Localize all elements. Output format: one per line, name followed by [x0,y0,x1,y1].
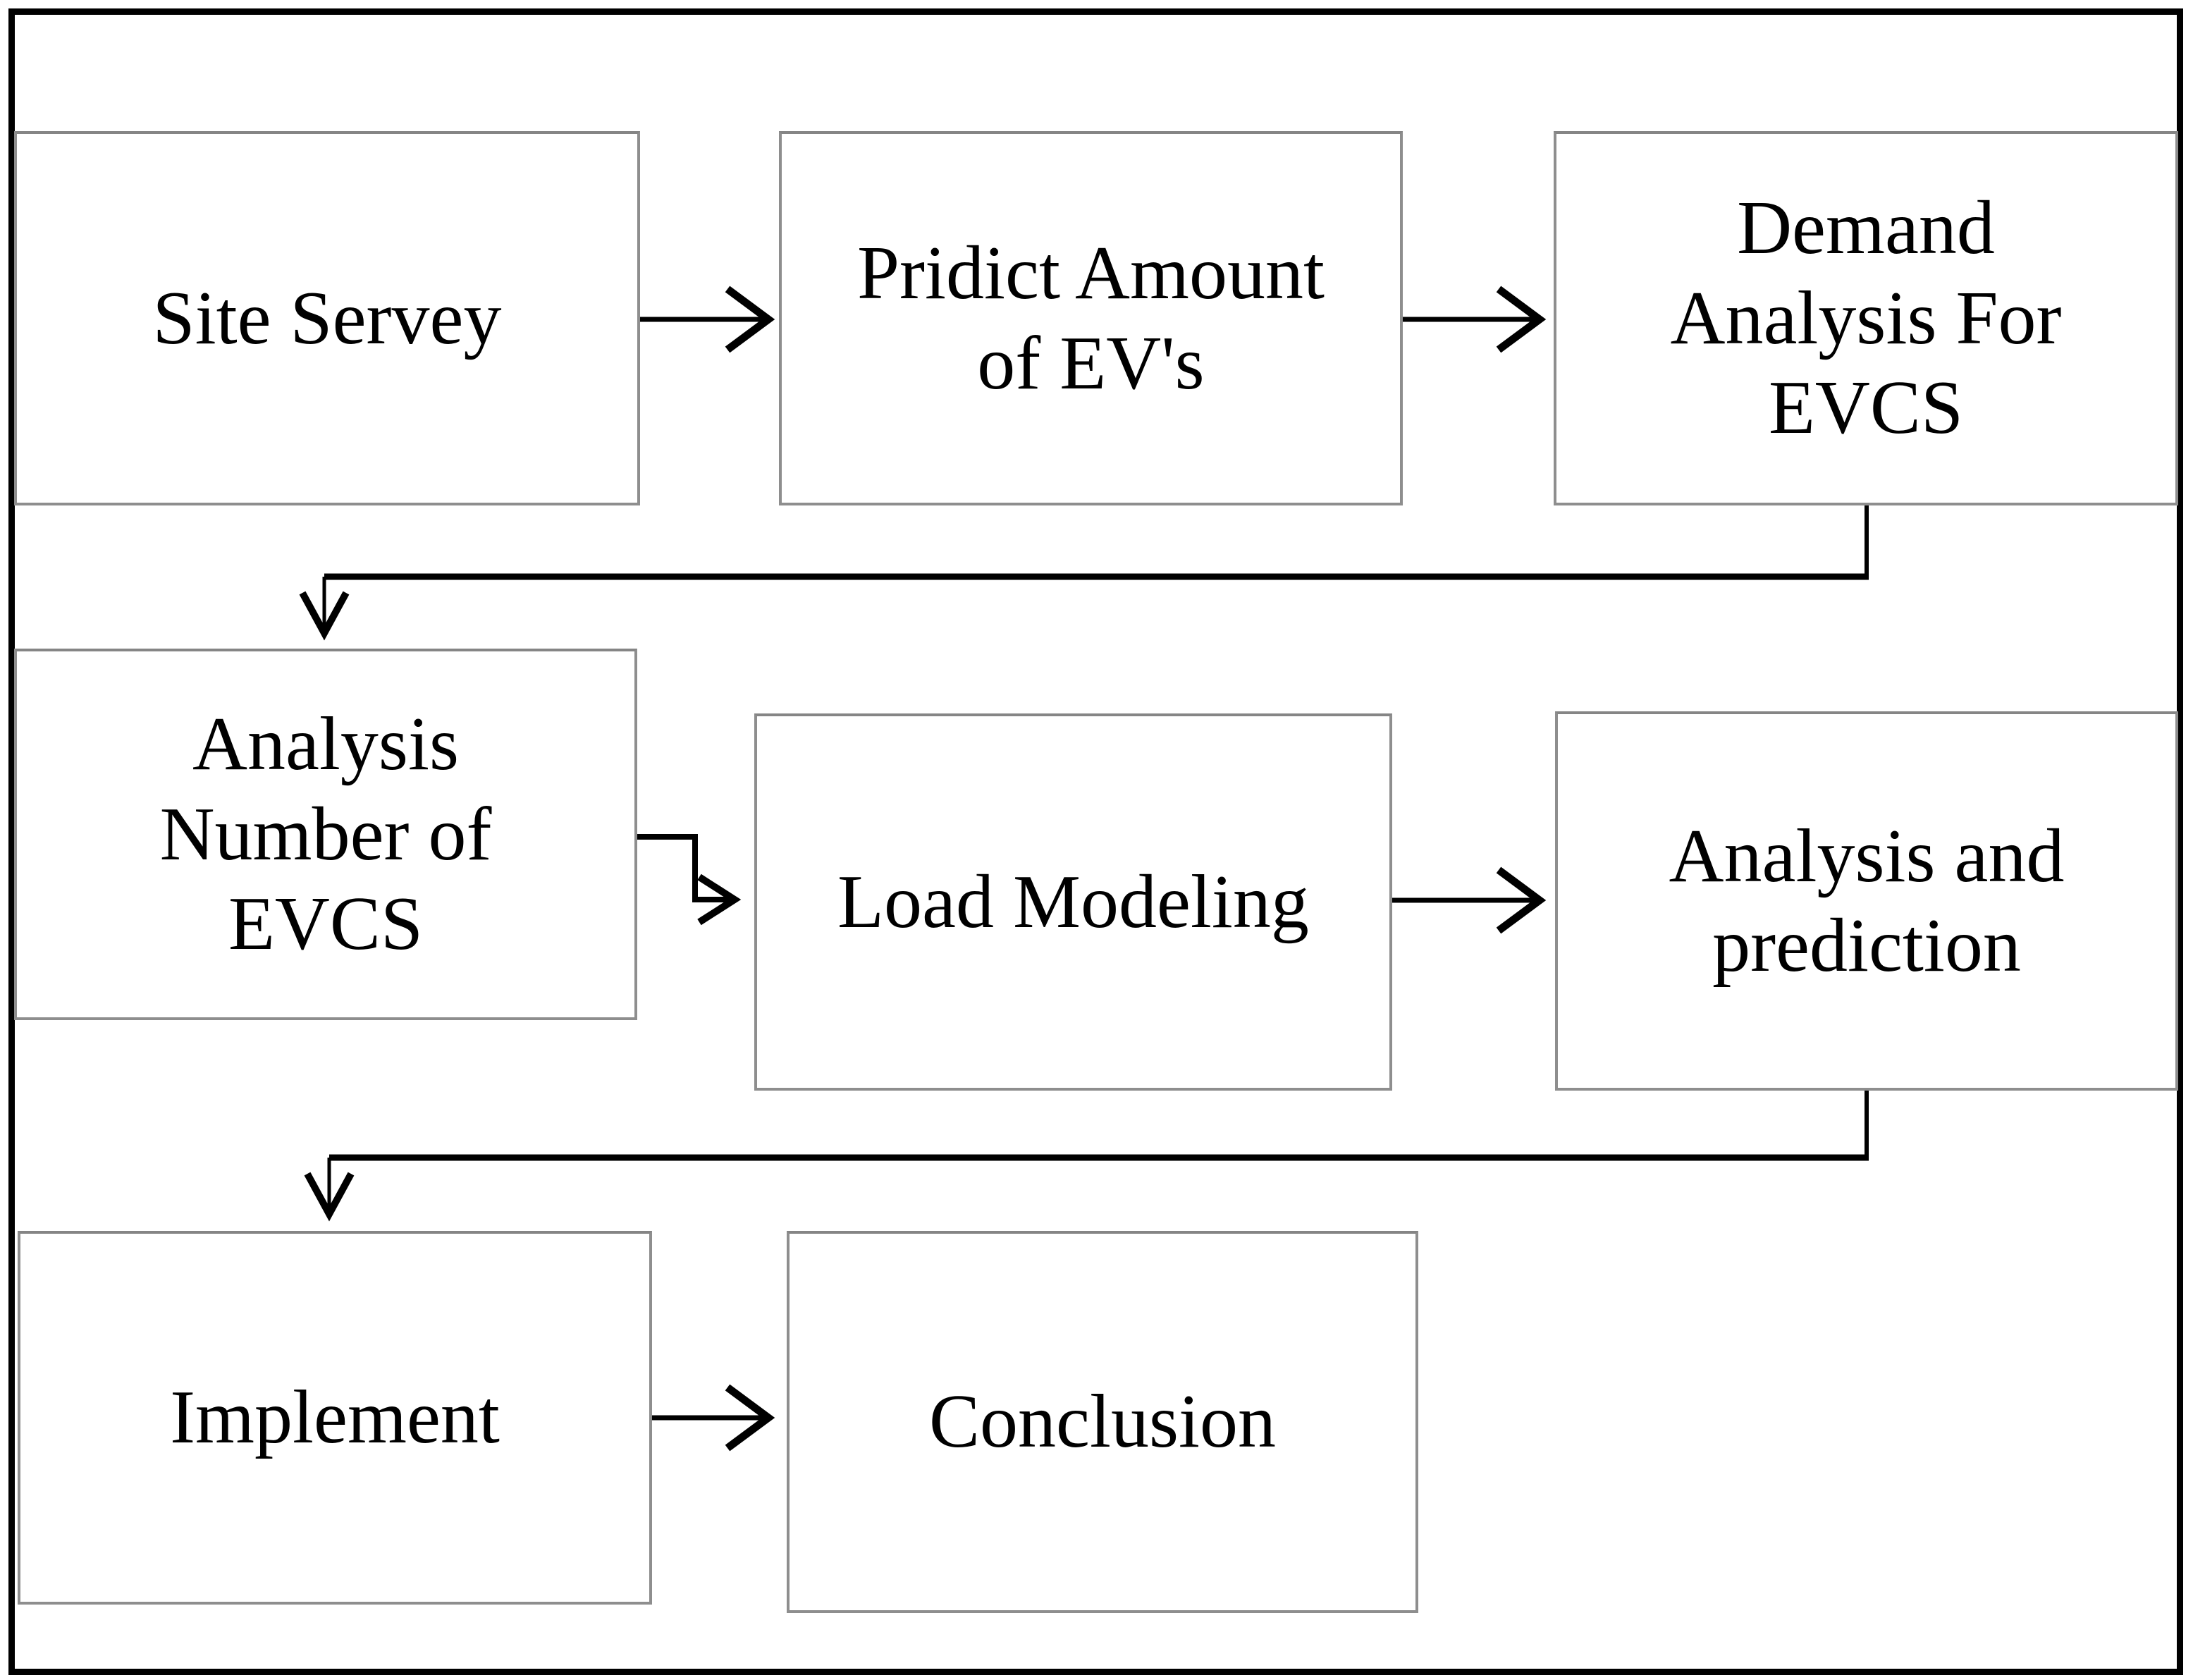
arrow-load-modeling-to-analysis-prediction [1378,866,1547,934]
node-implement: Implement [18,1231,652,1605]
node-analysis-number: Analysis Number of EVCS [14,649,637,1020]
arrow-site-survey-to-predict-amount [640,286,775,353]
arrow-predict-amount-to-demand-analysis [1403,286,1547,353]
node-analysis-number-label: Analysis Number of EVCS [159,702,492,967]
node-site-survey-label: Site Servey [152,276,502,360]
node-predict-amount-label: Pridict Amount of EV's [856,231,1325,405]
node-load-modeling: Load Modeling [754,713,1392,1091]
node-conclusion: Conclusion [787,1231,1418,1613]
node-implement-label: Implement [170,1375,500,1460]
connector-demand-analysis-to-analysis-number [299,505,1869,641]
node-load-modeling-label: Load Modeling [837,859,1309,944]
node-predict-amount: Pridict Amount of EV's [779,131,1403,505]
connector-analysis-number-to-load-modeling [637,834,742,926]
node-site-survey: Site Servey [14,131,640,505]
node-conclusion-label: Conclusion [928,1380,1276,1464]
node-analysis-prediction-label: Analysis and prediction [1669,814,2065,988]
arrow-implement-to-conclusion [652,1384,775,1452]
connector-analysis-prediction-to-implement [304,1091,1869,1222]
node-demand-analysis-label: Demand Analysis For EVCS [1670,186,2062,450]
node-demand-analysis: Demand Analysis For EVCS [1554,131,2178,505]
node-analysis-prediction: Analysis and prediction [1555,711,2178,1091]
